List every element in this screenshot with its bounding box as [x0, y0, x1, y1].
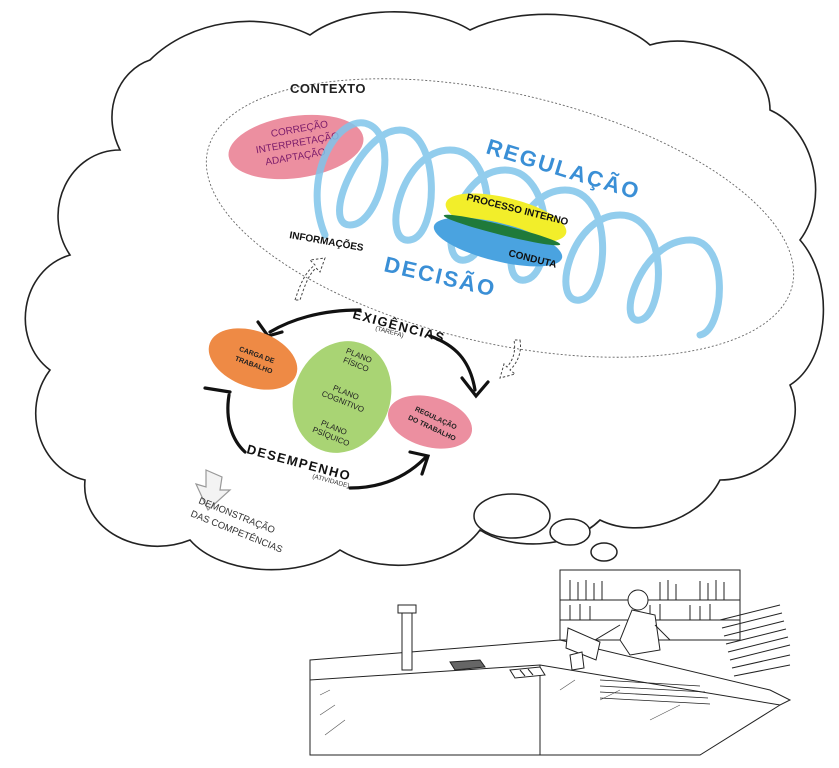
contexto-label: CONTEXTO: [290, 81, 366, 96]
thought-cloud: [25, 12, 823, 570]
office-illustration: [310, 570, 790, 755]
thought-bubble-medium: [550, 519, 590, 545]
thought-bubble-small: [591, 543, 617, 561]
thought-bubble-large: [474, 494, 550, 538]
